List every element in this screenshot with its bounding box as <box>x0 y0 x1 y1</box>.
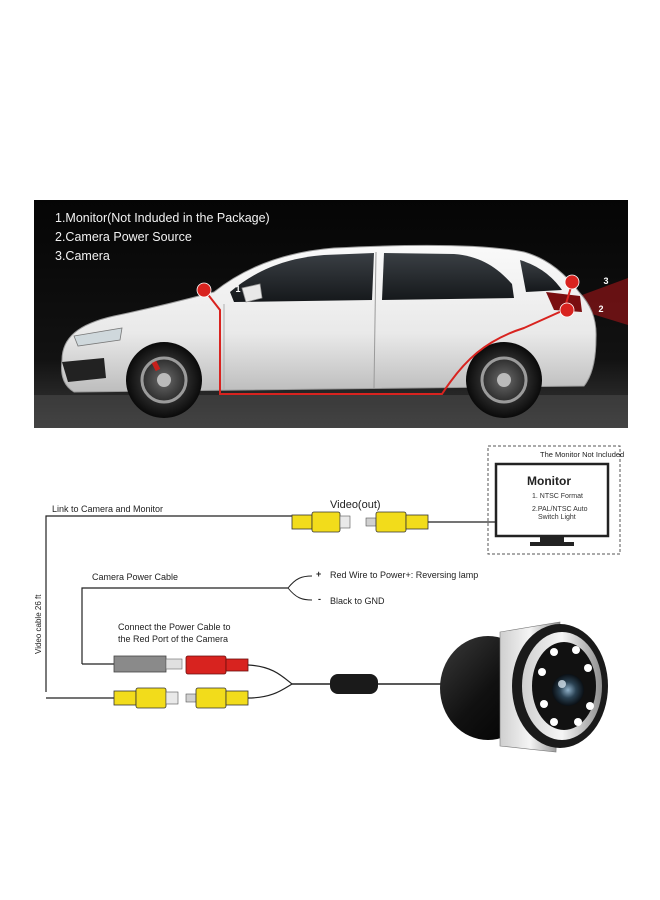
rca-camera-female <box>113 687 179 709</box>
rca-camera-male <box>185 687 249 709</box>
power-cable-label: Camera Power Cable <box>92 572 179 582</box>
monitor-screen <box>494 462 610 538</box>
marker-1-text: 1 <box>235 284 241 294</box>
power-plug-gray <box>113 655 183 673</box>
legend-item-2: 2.Camera Power Source <box>55 230 192 244</box>
connect-instruction-line2: the Red Port of the Camera <box>118 634 229 644</box>
connect-instruction-line1: Connect the Power Cable to <box>118 622 231 632</box>
car-illustration <box>34 200 628 428</box>
marker-2 <box>559 302 575 318</box>
monitor-stand <box>540 536 564 542</box>
video-out-label: Video(out) <box>330 499 381 511</box>
red-wire-label: Red Wire to Power+: Reversing lamp <box>330 570 479 580</box>
camera-lens <box>552 674 584 706</box>
rca-video-out-female <box>291 511 351 533</box>
monitor-feature-2-line2: Switch Light <box>538 514 576 521</box>
monitor-feature-1: 1. NTSC Format <box>532 493 583 500</box>
monitor-not-included-caption: The Monitor Not Included <box>540 450 625 459</box>
marker-1 <box>196 282 212 298</box>
car-photo-panel: 1 1 2 3 <box>34 200 628 428</box>
plus-sign: + <box>316 569 322 579</box>
monitor-feature-2-line1: 2.PAL/NTSC Auto <box>532 506 588 513</box>
monitor-title: Monitor <box>527 474 571 488</box>
rca-video-out-male <box>365 511 429 533</box>
wiring-route <box>205 283 573 395</box>
black-wire-label: Black to GND <box>330 596 385 606</box>
marker-2-text: 2 <box>598 304 604 314</box>
camera <box>440 621 608 753</box>
power-socket-red <box>185 655 249 675</box>
legend-item-3: 3.Camera <box>55 249 110 263</box>
legend-item-1: 1.Monitor(Not Induded in the Package) <box>55 211 270 225</box>
link-label: Link to Camera and Monitor <box>52 504 164 514</box>
car <box>61 244 597 418</box>
video-cable-length-label: Video cable 26 ft <box>34 594 43 654</box>
cable-junction <box>330 674 378 694</box>
minus-sign: - <box>318 594 321 604</box>
marker-3 <box>564 274 580 290</box>
marker-3-text: 3 <box>603 276 609 286</box>
tail-light-beam <box>574 278 628 325</box>
power-cable-wire <box>81 587 288 664</box>
video-link-wire <box>45 515 292 692</box>
